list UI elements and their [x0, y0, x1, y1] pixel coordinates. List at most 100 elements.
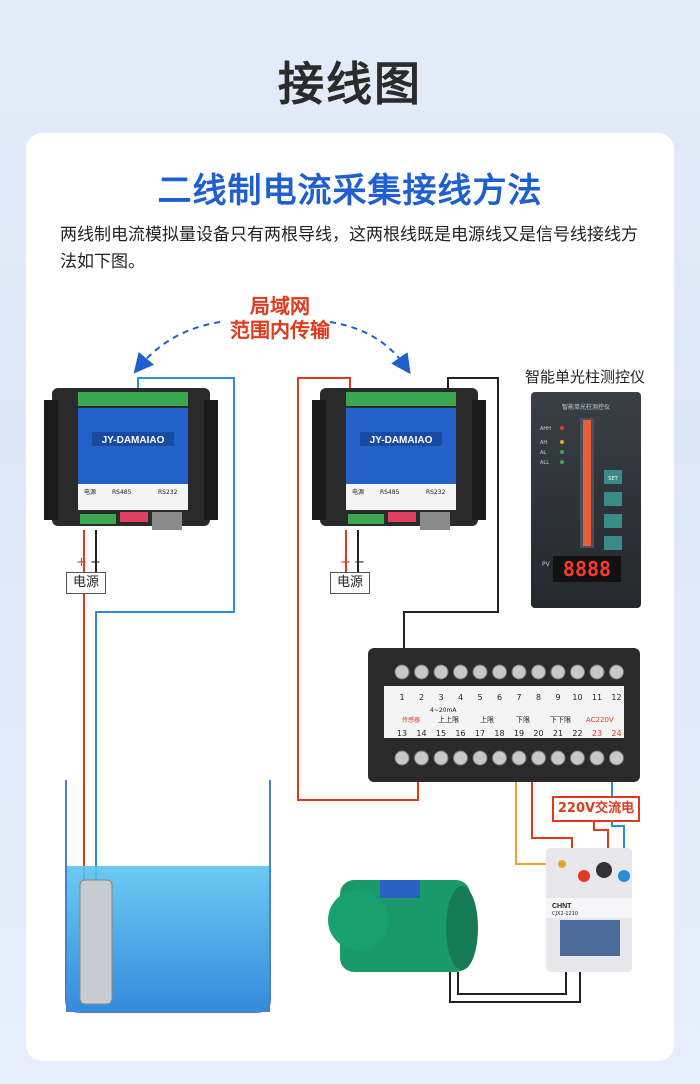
terminal-screws-top	[394, 664, 624, 680]
power-box-right: 电源	[330, 572, 370, 594]
terminal-number-7: 7	[516, 693, 521, 702]
wire-pump	[449, 972, 581, 1003]
module-rs232-label-right: RS232	[426, 489, 446, 496]
meter-indicator-al: AL	[540, 450, 546, 456]
terminal-bottom-screw	[433, 750, 449, 766]
module-power-label-right: 电源	[352, 488, 364, 496]
meter-indicator-ah: AH	[540, 440, 547, 446]
lan-transmission-label: 局域网 范围内传输	[210, 294, 350, 342]
terminal-number-14: 14	[416, 729, 426, 738]
io-module-right	[312, 388, 486, 530]
io-module-left	[44, 388, 218, 530]
lan-arrow-right	[329, 321, 411, 375]
terminal-bottom-screw	[453, 750, 468, 766]
terminal-top-screw	[472, 664, 488, 680]
terminal-number-19: 19	[514, 729, 524, 738]
terminal-label-ll: 下下限	[550, 715, 571, 724]
terminal-screws-bottom	[394, 750, 624, 766]
terminal-number-13: 13	[397, 729, 407, 738]
terminal-top-screw	[511, 664, 527, 680]
wire-blue-left	[95, 377, 235, 880]
wire-red-right	[297, 377, 419, 801]
lan-label-line1: 局域网	[250, 294, 310, 318]
meter-panel-title: 智能单光柱测控仪	[562, 403, 610, 411]
terminal-bottom-screw	[394, 750, 410, 766]
terminal-number-21: 21	[553, 729, 563, 738]
module-brand-right: JY-DAMAIAO	[370, 435, 433, 446]
terminal-bottom-screw	[511, 750, 527, 766]
terminal-plus-left: +	[76, 555, 87, 570]
meter-indicator-ahh: AHH	[540, 426, 551, 432]
terminal-number-10: 10	[572, 693, 582, 702]
terminal-label-l: 下限	[516, 715, 530, 724]
wire-black-right	[403, 377, 499, 668]
terminal-bottom-screw	[589, 750, 605, 766]
wire-pump2	[457, 972, 567, 995]
meter-display: 8888	[563, 557, 611, 581]
terminal-number-16: 16	[455, 729, 465, 738]
terminal-top-screw	[531, 664, 546, 680]
module-power-label-left: 电源	[84, 488, 96, 496]
terminal-number-24: 24	[611, 729, 621, 738]
meter-set-label: SET	[608, 476, 618, 482]
terminal-top-screw	[550, 664, 566, 680]
terminal-top-screw	[609, 664, 624, 680]
terminal-top-screw	[414, 664, 429, 680]
terminal-number-2: 2	[419, 693, 424, 702]
terminal-number-5: 5	[477, 693, 482, 702]
terminal-bottom-screw	[550, 750, 566, 766]
terminal-top-screw	[394, 664, 410, 680]
terminal-number-11: 11	[592, 693, 602, 702]
terminal-bottom-screw	[570, 750, 585, 766]
ac-power-label: 220V交流电	[552, 796, 640, 822]
terminal-number-3: 3	[438, 693, 443, 702]
terminal-minus-right: −	[354, 555, 365, 570]
terminal-bottom-screw	[531, 750, 546, 766]
contactor-brand: CHNT	[552, 903, 572, 910]
meter-pv-label: PV	[542, 561, 551, 568]
module-rs485-label-right: RS485	[380, 489, 400, 496]
terminal-number-22: 22	[572, 729, 582, 738]
terminal-block	[368, 648, 640, 782]
terminal-bottom-screw	[414, 750, 429, 766]
terminal-numbers-bottom: 13 14 15 16 17 18 19 20 21 22 23 24	[397, 729, 622, 738]
lan-arrow-left	[133, 321, 221, 374]
terminal-label-hh: 上上限	[438, 715, 459, 724]
lan-label-line2: 范围内传输	[230, 318, 330, 342]
terminal-number-1: 1	[399, 693, 404, 702]
module-rs232-label-left: RS232	[158, 489, 178, 496]
contactor-model: CJX2-1210	[552, 911, 578, 917]
terminal-number-17: 17	[475, 729, 485, 738]
terminal-top-screw	[589, 664, 605, 680]
section-title: 二线制电流采集接线方法	[157, 171, 543, 211]
wire-orange	[515, 760, 560, 865]
water-tank	[65, 780, 271, 1013]
terminal-number-18: 18	[494, 729, 504, 738]
terminal-number-23: 23	[592, 729, 602, 738]
light-bar-meter	[531, 392, 641, 608]
power-box-left: 电源	[66, 572, 106, 594]
terminal-number-6: 6	[497, 693, 502, 702]
terminal-number-9: 9	[555, 693, 560, 702]
terminal-number-8: 8	[536, 693, 541, 702]
terminal-bottom-screw	[609, 750, 624, 766]
terminal-number-20: 20	[533, 729, 543, 738]
terminal-bottom-screw	[472, 750, 488, 766]
meter-title: 智能单光柱测控仪	[525, 368, 646, 386]
page-title: 接线图	[278, 57, 422, 111]
module-brand-left: JY-DAMAIAO	[102, 435, 165, 446]
terminal-top-screw	[570, 664, 585, 680]
terminal-label-h: 上限	[480, 715, 494, 724]
terminal-label-ac: AC220V	[586, 716, 614, 724]
contactor	[546, 848, 632, 972]
terminal-number-15: 15	[436, 729, 446, 738]
water-pump	[328, 880, 478, 972]
terminal-number-12: 12	[611, 693, 621, 702]
terminal-bottom-screw	[492, 750, 507, 766]
terminal-top-screw	[492, 664, 507, 680]
terminal-label-sensor: 传感器	[402, 716, 420, 724]
terminal-number-4: 4	[458, 693, 463, 702]
terminal-label-signal: 4~20mA	[430, 707, 457, 714]
